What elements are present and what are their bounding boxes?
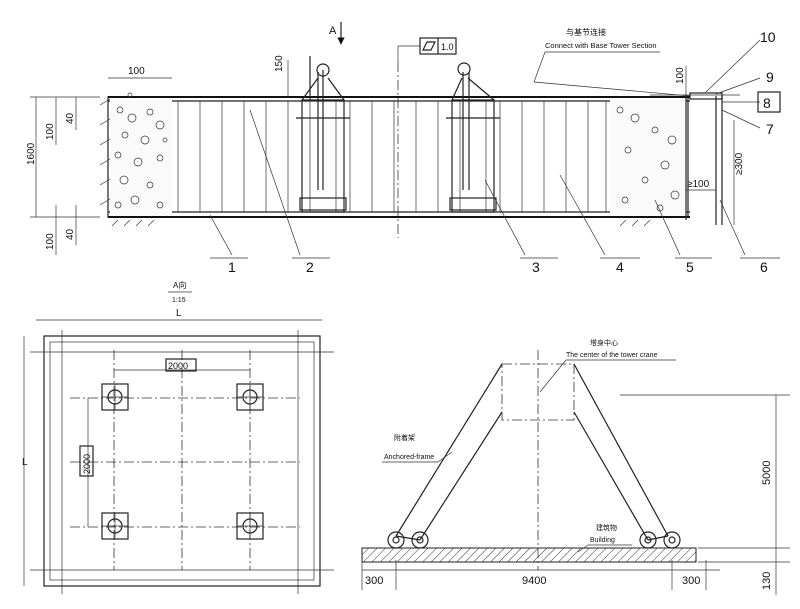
flatness-value: 1.0 (441, 42, 454, 52)
callout-4: 4 (616, 259, 624, 275)
dim-40-bottom: 40 (65, 228, 76, 240)
connection-note: 与基节连接 Connect with Base Tower Section (533, 27, 691, 97)
dim-100-left: 100 (45, 123, 56, 140)
plan-view-title: A向 (173, 280, 186, 290)
rebar-lines (177, 101, 607, 212)
note-cn: 与基节连接 (566, 27, 606, 37)
anchor-plate-tr (236, 383, 264, 411)
callout-6: 6 (760, 259, 768, 275)
dim-100-right: 100 (675, 67, 686, 84)
frame-center-en: The center of the tower crane (566, 352, 658, 359)
anchor-plate-bl (101, 512, 129, 540)
foundation-section-view: A 1.0 与基节连接 Connect with Base Tower Sect… (26, 22, 781, 275)
gravel-fill-left (110, 92, 172, 216)
anchored-frame-view: 塔身中心 The center of the tower crane 附着架 A… (361, 338, 790, 595)
flatness-tolerance-frame: 1.0 (397, 37, 457, 62)
view-label: A (329, 25, 337, 37)
frame-dim-300-left: 300 (365, 575, 383, 587)
ground-hatch (99, 98, 651, 227)
callout-10: 10 (760, 29, 776, 45)
dim-ge100: ≥100 (687, 179, 710, 190)
frame-building-en: Building (590, 537, 615, 544)
plan-dim-2000-v: 2000 (82, 454, 92, 474)
anchor-cage-left (296, 56, 350, 213)
dim-100-top: 100 (128, 66, 145, 77)
dim-100-bottom: 100 (45, 233, 56, 250)
callout-8: 8 (763, 95, 771, 111)
callout-7: 7 (766, 121, 774, 137)
plan-dim-2000-h: 2000 (168, 361, 188, 371)
dim-150: 150 (274, 55, 285, 72)
frame-dim-130: 130 (761, 572, 773, 590)
frame-dim-300-right: 300 (682, 575, 700, 587)
frame-building-cn: 建筑物 (596, 523, 617, 532)
note-en: Connect with Base Tower Section (545, 41, 657, 50)
callout-leaders (209, 39, 781, 259)
frame-dim-5000: 5000 (761, 461, 773, 485)
callout-2: 2 (306, 259, 314, 275)
section-dimensions: 100 150 1600 100 40 40 100 100 ≥100 ≥300 (26, 55, 745, 255)
frame-anchor-en: Anchored-frame (384, 454, 434, 461)
dim-ge300: ≥300 (734, 152, 745, 175)
dim-1600: 1600 (26, 142, 37, 165)
plan-view-a: A向 1:15 L L 2000 2000 (22, 280, 334, 594)
frame-anchor-cn: 附着架 (394, 433, 415, 442)
frame-dim-9400: 9400 (522, 575, 546, 587)
callout-1: 1 (228, 259, 236, 275)
dim-40-left: 40 (65, 112, 76, 124)
frame-center-cn: 塔身中心 (590, 338, 618, 347)
callout-5: 5 (686, 259, 694, 275)
plan-scale: 1:15 (172, 297, 186, 304)
anchor-plate-br (236, 512, 264, 540)
plan-dim-L-side: L (22, 457, 28, 468)
anchor-plate-tl (101, 383, 129, 411)
callout-3: 3 (532, 259, 540, 275)
view-arrow-a: A (329, 22, 345, 45)
anchor-cage-right (446, 62, 500, 213)
gravel-fill-right (610, 100, 686, 216)
callout-9: 9 (766, 69, 774, 85)
callout-numbers: 1 2 3 4 5 6 7 8 9 10 (228, 29, 776, 275)
plan-dim-L-top: L (176, 308, 182, 319)
